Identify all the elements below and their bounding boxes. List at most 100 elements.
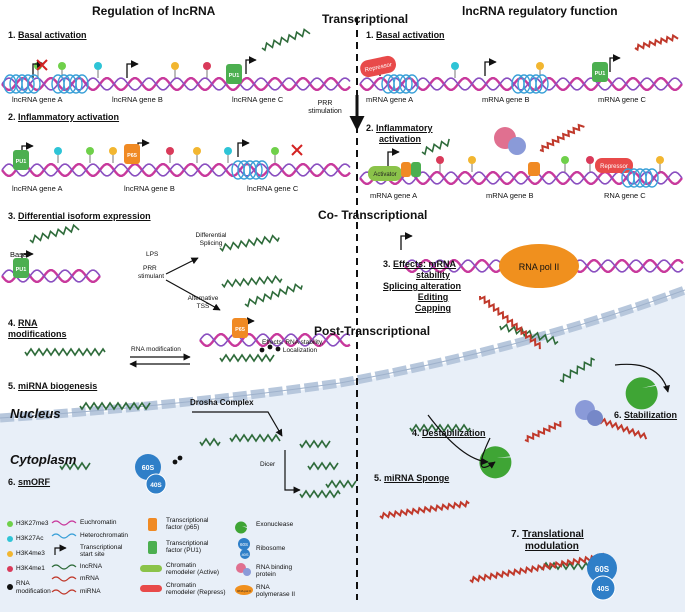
legend-tf-pu1-line2: factor (PU1): [166, 547, 202, 554]
chromatin-remodelers: Repressor Repressor Activator: [360, 55, 633, 181]
rna-modification-dot: [172, 459, 178, 465]
heterochromatin-coil: [405, 74, 419, 94]
heterochromatin-coil: [255, 160, 269, 180]
pu1-factor-boxes: [13, 62, 608, 278]
rna-strand: [219, 234, 280, 253]
legend-60s: 60S: [240, 542, 248, 547]
heterochromatin-coil: [27, 74, 41, 94]
rna-strand: [219, 353, 275, 363]
heterochromatin-coil: [639, 168, 653, 188]
rna-strand: [199, 437, 221, 447]
rna-binding-protein: [494, 127, 603, 426]
left-step-5: 5. miRNA biogenesis: [8, 381, 98, 391]
dna-strand: [1, 163, 351, 177]
section-co-transcriptional: Co- Transcriptional: [318, 208, 428, 222]
histone-mark: [468, 156, 476, 164]
histone-mark: [451, 62, 459, 70]
right-step-3-line2: stability: [415, 270, 450, 280]
legend-remodeler-active-line1: Chromatin: [166, 562, 196, 569]
histone-mark: [193, 147, 201, 155]
activator-label: Activator: [373, 172, 396, 178]
rna-strand: [229, 433, 281, 443]
gene-label: mRNA gene C: [598, 95, 646, 104]
histone-mark: [271, 147, 279, 155]
histone-mark: [54, 147, 62, 155]
ribosomes: 60S 40S 60S 40S: [135, 454, 617, 601]
legend-lncrna: lncRNA: [80, 563, 103, 570]
gene-label: mRNA gene A: [366, 95, 414, 104]
right-step-3: 3. Effects: mRNA: [383, 259, 457, 269]
rna-strand: [29, 223, 80, 244]
right-step-3-line4: Editing: [417, 292, 449, 302]
gene-label: mRNA gene A: [370, 191, 418, 200]
heterochromatin-coil: [529, 74, 543, 94]
lps-label: LPS: [146, 251, 159, 258]
repressor-label: Repressor: [364, 62, 392, 74]
legend-tf-pu1-line1: Transcriptional: [166, 540, 209, 547]
histone-mark: [536, 62, 544, 70]
rna-strand: [379, 499, 470, 520]
dna-strand: [1, 77, 351, 91]
rna-strand: [499, 323, 559, 346]
legend-40s: 40S: [241, 552, 248, 557]
legend-mirna: miRNA: [80, 588, 101, 595]
legend-h3k4me3: H3K4me3: [16, 550, 45, 557]
histone-mark: [436, 156, 444, 164]
pu1-label: PU1: [16, 267, 27, 273]
histone-marks: [34, 62, 664, 465]
right-step-6: 6. Stabilization: [614, 410, 678, 420]
histone-mark: [203, 62, 211, 70]
ribosome-40s: 40S: [150, 482, 162, 489]
header-right: lncRNA regulatory function: [462, 4, 618, 18]
rna-strand: [307, 461, 339, 471]
histone-mark: [656, 156, 664, 164]
gene-label: lncRNA gene B: [112, 95, 163, 104]
histone-mark: [58, 62, 66, 70]
heterochromatin-coils: [3, 74, 659, 188]
pu1-label: PU1: [229, 73, 240, 79]
rna-strand: [325, 479, 357, 489]
left-step-3: 3. Differential isoform expression: [8, 211, 151, 221]
basal-label: Basal: [10, 250, 29, 259]
left-step-1: 1. Basal activation: [8, 30, 87, 40]
dna-strand: [359, 77, 683, 91]
right-step-7-line2: modulation: [525, 541, 579, 552]
gene-label: RNA gene C: [604, 191, 646, 200]
prr-stimulant-line1: PRR: [143, 265, 157, 272]
legend-tss-line2: start site: [80, 551, 105, 558]
rna-strand: [469, 552, 609, 584]
rna-modification-dot: [275, 346, 281, 352]
rna-modification-dot: [267, 344, 273, 350]
right-step-1: 1. Basal activation: [366, 30, 445, 40]
alt-tss-line1: Alternative: [187, 295, 219, 302]
histone-mark: [586, 156, 594, 164]
rna-pol-ii: RNA pol II: [499, 244, 579, 288]
factor-box-labels: PU1 PU1 PU1 PU1 P65 P65: [16, 71, 606, 333]
gene-label: lncRNA gene A: [12, 184, 63, 193]
legend-tf-p65-line1: Transcriptional: [166, 517, 209, 524]
heterochromatin-coil: [75, 74, 89, 94]
legend-mrna: mRNA: [80, 575, 100, 582]
prr-stimulation-line1: PRR: [317, 100, 333, 107]
gene-label: mRNA gene B: [486, 191, 534, 200]
diff-splicing-line2: Splicing: [199, 240, 223, 247]
left-step-4-line2: modifications: [8, 329, 67, 339]
rna-strand: [299, 489, 341, 499]
legend-polii-line2: polymerase II: [256, 591, 296, 598]
legend-rna-mod-line1: RNA: [16, 580, 30, 587]
pu1-label: PU1: [595, 71, 606, 77]
heterochromatin-coil: [21, 74, 35, 94]
gene-label: mRNA gene B: [482, 95, 530, 104]
rna-modification-dot: [177, 455, 183, 461]
heterochromatin-coil: [535, 74, 549, 94]
effects-line1: Effects: RNA stability,: [262, 339, 324, 346]
section-post-transcriptional: Post-Transcriptional: [314, 324, 431, 338]
alt-tss-line2: TSS: [196, 303, 210, 310]
repressor-label: Repressor: [600, 164, 628, 170]
legend-icons: 60S 40S RNA pol II: [7, 518, 253, 595]
gene-label: lncRNA gene C: [247, 184, 299, 193]
legend-rbp-line1: RNA binding: [256, 564, 293, 571]
legend-remodeler-repress-line1: Chromatin: [166, 582, 196, 589]
legend-euchromatin: Euchromatin: [80, 519, 117, 526]
histone-mark: [561, 156, 569, 164]
